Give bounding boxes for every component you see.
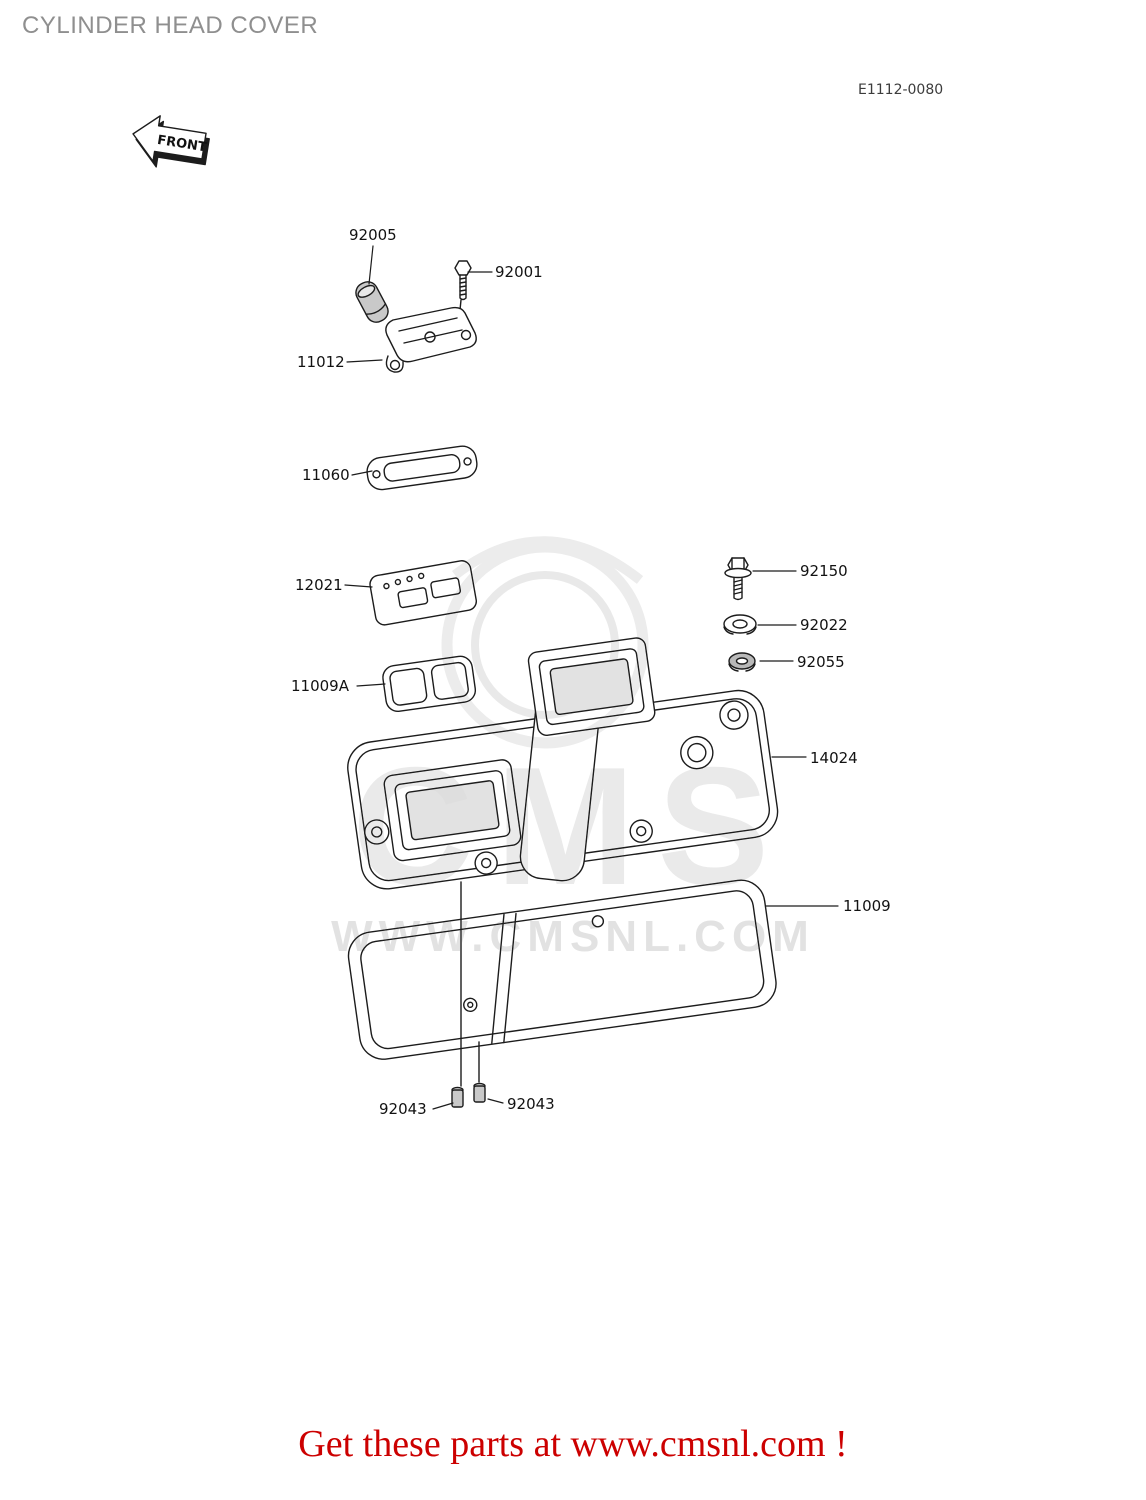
- part-label-92005: 92005: [349, 226, 397, 244]
- footer-banner-link[interactable]: Get these parts at www.cmsnl.com !: [298, 1423, 848, 1465]
- part-label-11009: 11009: [843, 897, 891, 915]
- leader-lines: [344, 245, 839, 1110]
- part-label-92001: 92001: [495, 263, 543, 281]
- breather-cover-11012-graphic: [385, 306, 477, 373]
- part-label-11009a: 11009A: [291, 677, 349, 695]
- pin-92043-right-graphic: [473, 1082, 486, 1103]
- grommet-92055-graphic: [728, 652, 756, 672]
- pin-92043-left-graphic: [451, 1086, 464, 1108]
- part-label-14024: 14024: [810, 749, 858, 767]
- part-label-92043-left: 92043: [379, 1100, 427, 1118]
- part-label-92022: 92022: [800, 616, 848, 634]
- gasket-11009a-graphic: [382, 655, 477, 713]
- page-title: CYLINDER HEAD COVER: [22, 12, 319, 39]
- bolt-92150-graphic: [724, 557, 752, 601]
- pin-axis-line: [460, 881, 480, 1087]
- washer-92022-graphic: [723, 614, 757, 635]
- breather-pipe-92005-graphic: [355, 281, 389, 323]
- gasket-11009-graphic: [347, 879, 777, 1060]
- reed-plate-12021-graphic: [369, 560, 477, 626]
- part-label-11012: 11012: [297, 353, 345, 371]
- part-label-92055: 92055: [797, 653, 845, 671]
- part-label-92043-right: 92043: [507, 1095, 555, 1113]
- part-label-92150: 92150: [800, 562, 848, 580]
- part-label-11060: 11060: [302, 466, 350, 484]
- gasket-11060-graphic: [366, 445, 478, 491]
- bolt-92001-graphic: [454, 260, 472, 321]
- front-arrow: FRONT: [132, 115, 210, 168]
- diagram-ref-code: E1112-0080: [858, 82, 944, 98]
- part-label-12021: 12021: [295, 576, 343, 594]
